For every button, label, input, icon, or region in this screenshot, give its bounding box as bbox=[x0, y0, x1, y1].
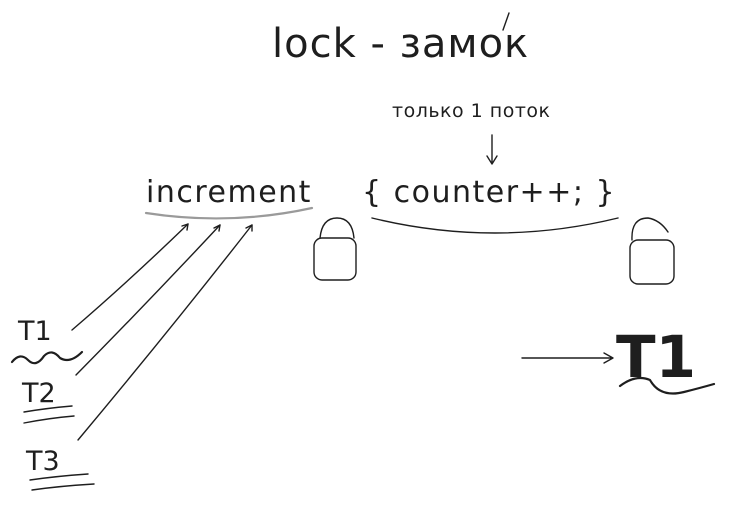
title-accent-mark bbox=[502, 12, 510, 31]
lock-closed-icon bbox=[313, 217, 357, 281]
active-thread-underline bbox=[618, 376, 716, 395]
t3-underline bbox=[29, 473, 89, 481]
lock-open-icon bbox=[629, 217, 675, 285]
note-arrow bbox=[486, 134, 498, 165]
body-underline bbox=[371, 217, 619, 234]
title: lock - замок bbox=[272, 21, 530, 67]
t3-arrow bbox=[77, 224, 253, 441]
function-name: increment bbox=[146, 175, 312, 210]
t1-underline bbox=[10, 350, 84, 365]
t2-underline bbox=[23, 405, 73, 413]
active-thread-label: T1 bbox=[616, 323, 696, 391]
single-thread-note: только 1 поток bbox=[392, 100, 551, 122]
thread-arrows bbox=[71, 223, 253, 441]
thread-label-t1: T1 bbox=[18, 316, 52, 347]
t1-arrow bbox=[71, 223, 189, 331]
active-arrow bbox=[521, 352, 614, 364]
function-underline bbox=[144, 206, 314, 220]
function-body: { counter++; } bbox=[362, 175, 617, 210]
t2-arrow bbox=[75, 224, 221, 376]
thread-label-t2: T2 bbox=[22, 378, 56, 409]
thread-label-t3: T3 bbox=[26, 446, 60, 477]
